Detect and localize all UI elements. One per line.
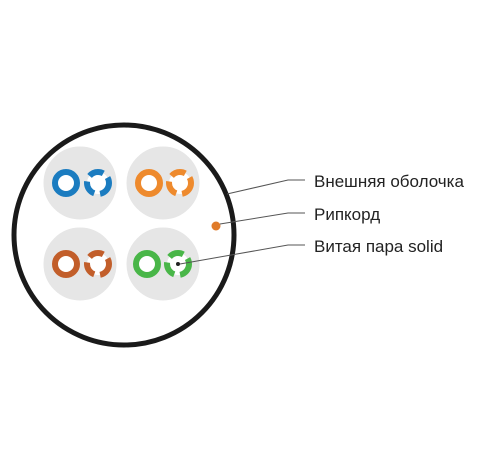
outer-jacket bbox=[11, 122, 237, 348]
pair-blue-white-conductor bbox=[84, 169, 112, 197]
pair-orange-white-conductor bbox=[166, 169, 194, 197]
label-outer-jacket: Внешняя оболочка bbox=[314, 172, 464, 191]
pair-green-solid-conductor bbox=[133, 250, 161, 278]
ripcord bbox=[211, 221, 221, 231]
leader-line-ripcord bbox=[219, 212, 305, 225]
pair-brown-solid-conductor bbox=[52, 250, 80, 278]
leader-line-outer-jacket bbox=[226, 179, 305, 195]
pair-green bbox=[125, 226, 201, 302]
pair-orange bbox=[125, 145, 201, 221]
pair-blue bbox=[42, 145, 118, 221]
pair-green-background bbox=[125, 226, 201, 302]
label-ripcord: Рипкорд bbox=[314, 205, 380, 224]
pair-brown-white-conductor bbox=[84, 250, 112, 278]
label-twisted-pair: Витая пара solid bbox=[314, 237, 443, 256]
pair-orange-solid-conductor bbox=[135, 169, 163, 197]
leader-line-twisted-pair bbox=[179, 244, 305, 265]
pair-brown bbox=[42, 226, 118, 302]
pair-green-pointer-dot bbox=[176, 262, 180, 266]
pair-blue-solid-conductor bbox=[52, 169, 80, 197]
